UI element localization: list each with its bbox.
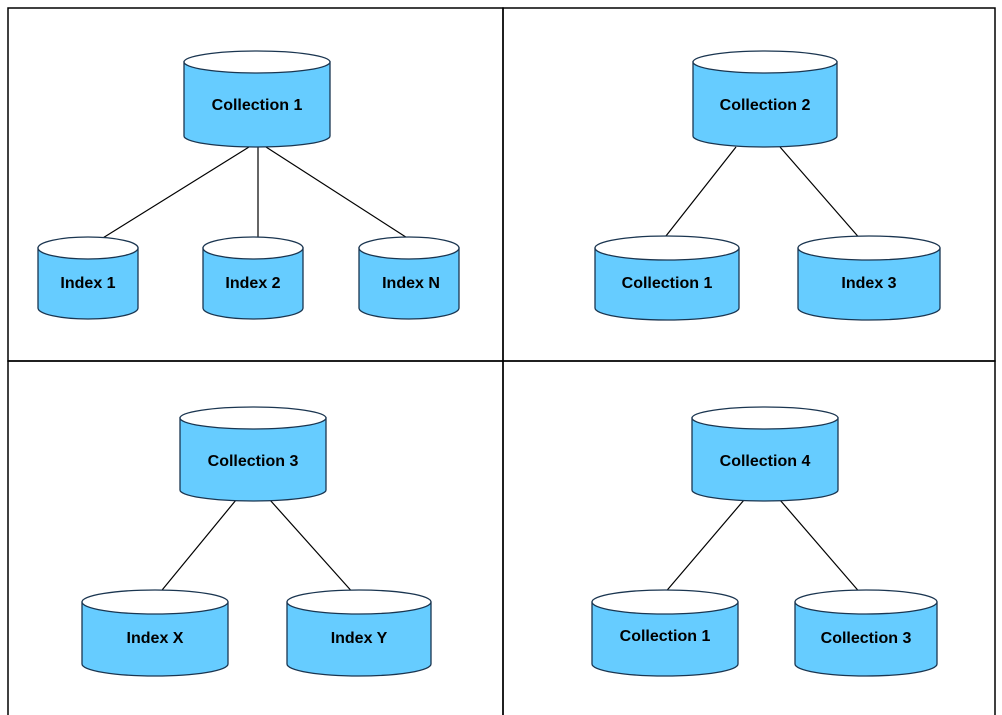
node-label: Collection 4	[720, 453, 811, 470]
collection-cylinder: Collection 3	[794, 589, 938, 677]
node-label: Collection 3	[821, 630, 912, 647]
collection-cylinder: Collection 2	[692, 50, 838, 148]
collection-cylinder: Collection 1	[183, 50, 331, 148]
index-cylinder: Index X	[81, 589, 229, 677]
node-label: Collection 3	[208, 453, 299, 470]
quadrant-frame-bottom-right	[502, 360, 996, 715]
node-label: Index 3	[841, 275, 896, 292]
node-label: Index 2	[225, 275, 280, 292]
edge-collection-4-to-collection-3	[779, 499, 863, 596]
collection-cylinder: Collection 1	[591, 589, 739, 677]
node-label: Index N	[382, 275, 440, 292]
index-cylinder: Index 1	[37, 236, 139, 320]
edge-collection-3-to-index-y	[269, 499, 356, 596]
node-label: Collection 1	[622, 275, 713, 292]
node-label: Collection 1	[212, 97, 303, 114]
index-cylinder: Index 3	[797, 235, 941, 321]
index-cylinder: Index 2	[202, 236, 304, 320]
collection-cylinder: Collection 1	[594, 235, 740, 321]
collection-cylinder: Collection 4	[691, 406, 839, 502]
edge-collection-2-to-index-3	[779, 146, 863, 242]
edge-collection-3-to-index-x	[157, 499, 237, 596]
edge-collection-1-to-index-n	[265, 146, 413, 242]
edge-collection-2-to-collection-1	[661, 146, 737, 242]
index-cylinder: Index Y	[286, 589, 432, 677]
edge-collection-1-to-index-1	[97, 146, 250, 242]
node-label: Collection 2	[720, 97, 811, 114]
node-label: Collection 1	[620, 628, 711, 645]
edge-collection-4-to-collection-1	[662, 499, 745, 596]
quadrant-4: Collection 4 Collection 1 Collection 3	[591, 406, 938, 677]
index-cylinder: Index N	[358, 236, 460, 320]
quadrant-2: Collection 2 Collection 1 Index 3	[594, 50, 941, 321]
collection-cylinder: Collection 3	[179, 406, 327, 502]
quadrant-1: Collection 1 Index 1 Index 2 Index N	[37, 50, 460, 320]
node-label: Index 1	[60, 275, 115, 292]
node-label: Index Y	[331, 630, 388, 647]
quadrant-3: Collection 3 Index X Index Y	[81, 406, 432, 677]
node-label: Index X	[127, 630, 184, 647]
